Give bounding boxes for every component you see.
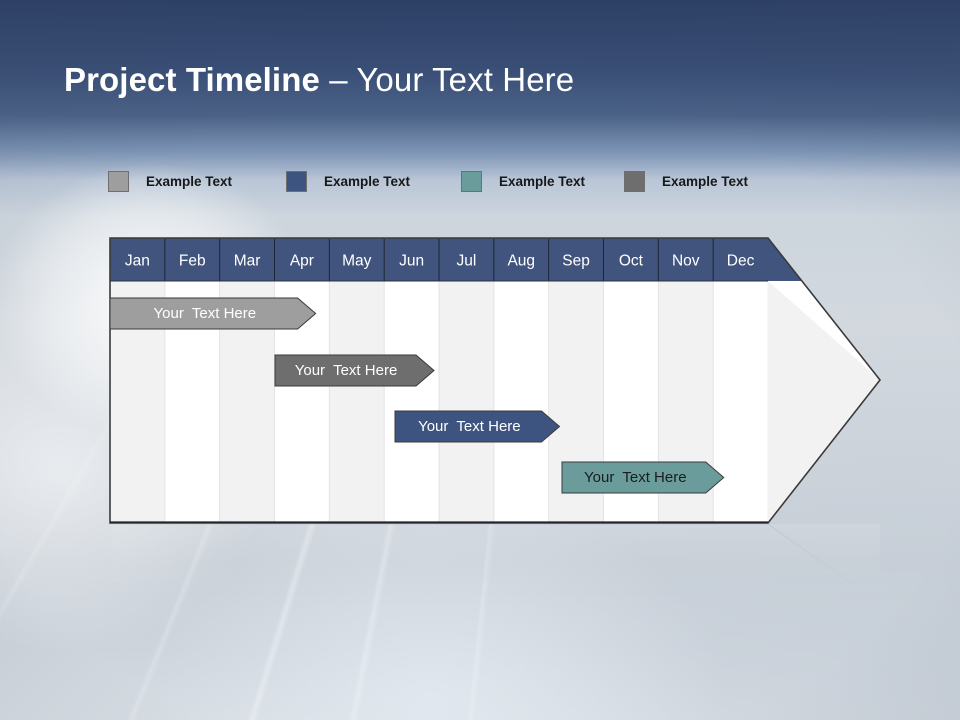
month-label-oct: Oct	[619, 253, 644, 270]
legend-label-2: Example Text	[324, 173, 411, 189]
timeline-chart: Jan Feb Mar Apr May Jun Jul Aug Sep Oct Nov Dec You…	[109, 237, 882, 524]
legend-swatch-blue	[286, 170, 307, 192]
month-label-sep: Sep	[562, 253, 590, 270]
month-label-jul: Jul	[457, 253, 477, 270]
legend-item-3[interactable]: Example Text	[461, 168, 585, 194]
legend-swatch-gray-dark	[624, 170, 645, 192]
legend-swatch-gray-light	[108, 170, 129, 192]
grid-column-jul	[439, 281, 494, 523]
month-label-aug: Aug	[507, 253, 535, 270]
grid-column-dec	[713, 281, 768, 523]
timeline-bar-label-1: Your Text Here	[153, 305, 257, 322]
month-label-may: May	[342, 253, 372, 270]
legend-item-4[interactable]: Example Text	[624, 168, 748, 194]
timeline-bar-2[interactable]: Your Text Here	[274, 354, 435, 387]
timeline-bar-1[interactable]: Your Text Here	[109, 297, 317, 330]
timeline-bar-4[interactable]: Your Text Here	[561, 461, 725, 494]
bar-shape	[274, 354, 435, 387]
month-label-apr: Apr	[290, 253, 314, 270]
legend-label-3: Example Text	[499, 173, 586, 189]
timeline-bar-3[interactable]: Your Text Here	[394, 410, 561, 443]
chart-reflection	[109, 444, 880, 620]
title-strong: Project Timeline	[64, 61, 320, 98]
title-light: Your Text Here	[356, 61, 575, 98]
grid-column-may	[329, 281, 385, 523]
legend-item-2[interactable]: Example Text	[286, 168, 410, 194]
arrow-head-body	[768, 281, 880, 523]
timeline-bar-label-2: Your Text Here	[294, 362, 398, 379]
month-label-jun: Jun	[399, 253, 424, 270]
page-title: Project Timeline – Your Text Here	[64, 58, 574, 102]
legend-swatch-teal	[461, 170, 482, 192]
month-label-mar: Mar	[234, 253, 261, 270]
month-label-jan: Jan	[125, 253, 150, 270]
month-label-feb: Feb	[179, 253, 206, 270]
legend-label-1: Example Text	[146, 173, 233, 189]
month-label-nov: Nov	[672, 253, 700, 270]
legend-item-1[interactable]: Example Text	[108, 168, 232, 194]
chart-outline	[109, 237, 882, 524]
bar-shape	[109, 297, 317, 330]
legend-label-4: Example Text	[662, 173, 749, 189]
grid-column-aug	[493, 281, 549, 523]
month-label-dec: Dec	[727, 253, 755, 270]
bar-shape	[561, 461, 725, 494]
title-dash: –	[319, 61, 357, 98]
timeline-bar-label-4: Your Text Here	[584, 469, 687, 486]
grid-column-jun	[384, 281, 439, 523]
bar-shape	[394, 410, 561, 443]
timeline-bar-label-3: Your Text Here	[418, 418, 521, 435]
